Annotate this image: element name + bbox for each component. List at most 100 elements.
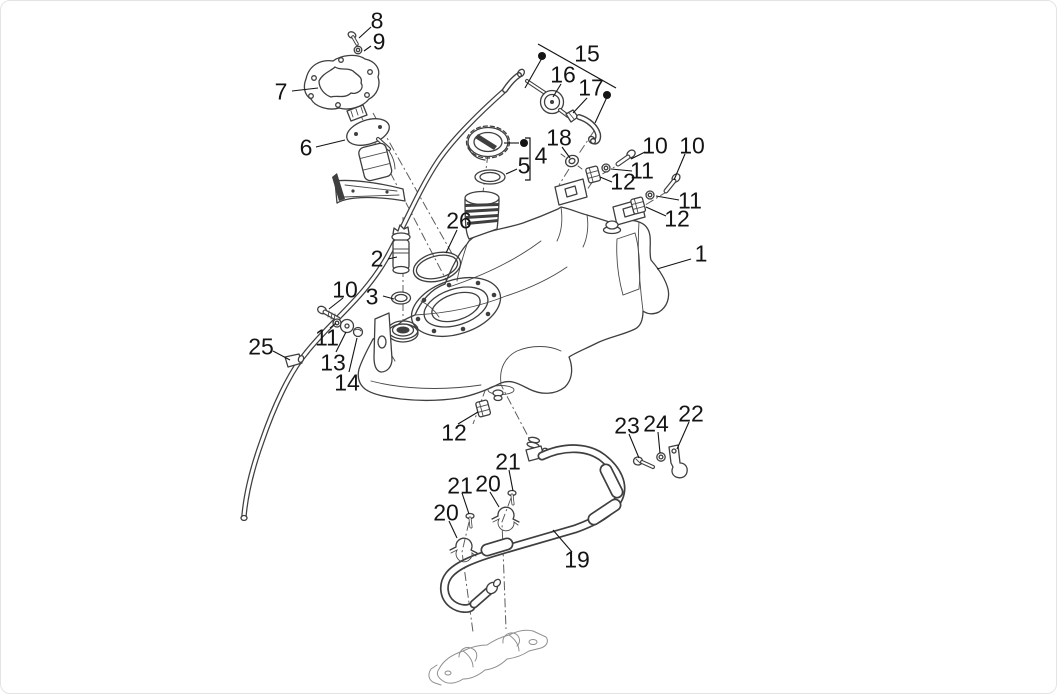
callout-21-upper[interactable]: 21 — [495, 448, 521, 474]
leader-1 — [656, 258, 692, 270]
screw-10-right — [663, 173, 681, 194]
fuel-hose-assembly-19 — [440, 436, 626, 614]
hose-lower-connector — [469, 578, 502, 609]
cap-seal-5 — [474, 169, 506, 185]
washer-11-top — [601, 163, 611, 173]
callout-12-bottom[interactable]: 12 — [441, 419, 467, 445]
callout-16[interactable]: 16 — [550, 61, 576, 87]
level-sensor-2 — [391, 224, 411, 275]
clip-nut-12-bottom — [475, 399, 492, 418]
callout-11-left[interactable]: 11 — [315, 324, 339, 350]
fuel-tank-body — [357, 178, 670, 402]
callout-4[interactable]: 4 — [535, 142, 548, 168]
leader-23 — [628, 433, 640, 459]
callout-7[interactable]: 7 — [275, 78, 288, 104]
hose-clip-25 — [284, 353, 305, 368]
callout-25[interactable]: 25 — [248, 333, 274, 359]
flange-gasket-7 — [303, 54, 380, 110]
group-bracket-4 — [525, 137, 531, 181]
callout-6[interactable]: 6 — [300, 134, 313, 160]
assembly-bullet-0 — [538, 52, 546, 60]
hook-bracket-22 — [668, 444, 688, 479]
leader-8 — [358, 26, 372, 39]
leader-16 — [552, 83, 562, 98]
leader-22 — [676, 421, 690, 450]
leader-20-upper — [489, 491, 500, 508]
leader-5 — [505, 168, 518, 175]
callout-3[interactable]: 3 — [366, 283, 379, 309]
bullet-leader-1 — [594, 96, 608, 124]
leader-6 — [315, 139, 346, 148]
hose-clamp-18 — [560, 153, 583, 170]
filler-o-ring-26 — [412, 251, 462, 283]
clip-nut-12-top — [585, 165, 602, 184]
leader-13 — [335, 331, 347, 353]
callout-20-upper[interactable]: 20 — [475, 470, 501, 496]
callout-14[interactable]: 14 — [334, 369, 360, 395]
leader-12-top — [599, 176, 613, 183]
callout-10-right[interactable]: 10 — [679, 132, 705, 158]
screw-21-upper — [507, 489, 517, 506]
tank-sensor-port — [387, 320, 419, 343]
callout-8[interactable]: 8 — [371, 7, 384, 33]
callout-22[interactable]: 22 — [678, 400, 704, 426]
fuel-cap-4 — [465, 125, 511, 161]
leader-20-lower — [448, 520, 458, 539]
leader-9 — [363, 45, 372, 52]
washer-24 — [656, 452, 666, 462]
callout-15[interactable]: 15 — [574, 40, 600, 66]
leader-12-right — [645, 206, 667, 217]
callout-9[interactable]: 9 — [373, 28, 386, 54]
screw-10-left — [317, 305, 341, 322]
callout-10-left[interactable]: 10 — [332, 276, 358, 302]
callout-10-top[interactable]: 10 — [642, 132, 668, 158]
tank-pump-flange — [410, 276, 502, 338]
callout-1[interactable]: 1 — [695, 240, 708, 266]
callout-13[interactable]: 13 — [320, 349, 346, 375]
leader-21-lower — [461, 492, 470, 515]
callout-24[interactable]: 24 — [643, 410, 669, 436]
tank-front-strap — [373, 312, 393, 373]
callout-11-top[interactable]: 11 — [630, 157, 654, 183]
washer-13 — [339, 318, 355, 334]
fuel-pump-assembly-6 — [332, 104, 406, 204]
leader-10-right — [673, 153, 686, 181]
leader-24 — [657, 431, 661, 454]
leader-26 — [445, 229, 458, 254]
leader-12-bottom — [457, 411, 479, 425]
callout-12-right[interactable]: 12 — [664, 205, 690, 231]
leader-21-upper — [508, 469, 514, 492]
leader-7 — [291, 87, 319, 92]
callout-2[interactable]: 2 — [371, 245, 384, 271]
callout-26[interactable]: 26 — [446, 207, 472, 233]
screw-10-top — [615, 149, 636, 167]
callout-12-top[interactable]: 12 — [610, 168, 636, 194]
callout-20-lower[interactable]: 20 — [433, 499, 459, 525]
washer-9 — [353, 45, 363, 55]
callout-23[interactable]: 23 — [614, 412, 640, 438]
nut-14 — [352, 326, 364, 338]
callout-18[interactable]: 18 — [546, 124, 572, 150]
callout-5[interactable]: 5 — [518, 152, 531, 178]
frame-bracket-reference — [428, 629, 548, 686]
leader-3 — [382, 295, 395, 300]
screw-8 — [347, 31, 359, 46]
leader-11-right — [655, 195, 680, 201]
callout-21-lower[interactable]: 21 — [447, 472, 473, 498]
callout-17[interactable]: 17 — [578, 74, 604, 100]
clamp-20-upper — [491, 506, 520, 532]
leader-14 — [348, 337, 358, 373]
leader-19 — [552, 529, 573, 553]
leader-25 — [272, 350, 291, 361]
sensor-seal-3 — [390, 291, 412, 305]
washer-11-right — [645, 190, 655, 200]
callout-19[interactable]: 19 — [564, 546, 590, 572]
callout-11-right[interactable]: 11 — [678, 187, 702, 213]
leader-18 — [561, 146, 571, 159]
clamp-20-lower — [449, 537, 478, 563]
leader-17 — [572, 97, 588, 114]
tank-filler-neck — [464, 190, 500, 240]
leader-10-left — [328, 297, 344, 310]
